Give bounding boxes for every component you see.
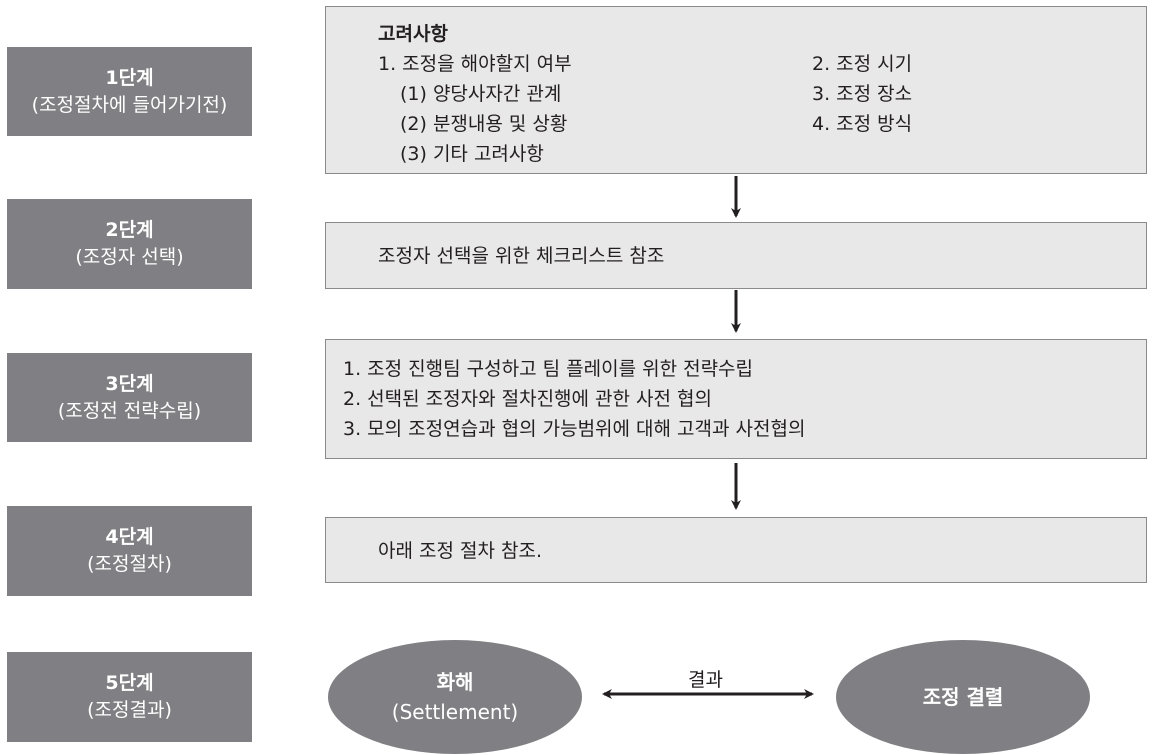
settlement-title: 화해 <box>436 670 474 694</box>
considerations-box: 고려사항 1. 조정을 해야할지 여부 (1) 양당사자간 관계 (2) 분쟁내… <box>325 6 1147 174</box>
step-title: 2단계 <box>105 219 154 241</box>
step-5: 5단계 (조정결과) <box>7 652 252 742</box>
step-1: 1단계 (조정절차에 들어가기전) <box>7 47 252 136</box>
step-3: 3단계 (조정전 전략수립) <box>7 353 252 442</box>
result-label: 결과 <box>688 669 723 691</box>
failure-title: 조정 결렬 <box>922 685 1004 709</box>
step-subtitle: (조정전 전략수립) <box>57 399 202 422</box>
step-2: 2단계 (조정자 선택) <box>7 199 252 289</box>
item: 1. 조정을 해야할지 여부 <box>378 53 572 75</box>
step-subtitle: (조정결과) <box>87 699 172 721</box>
step-title: 4단계 <box>105 526 154 548</box>
item: 2. 선택된 조정자와 절차진행에 관한 사전 협의 <box>343 388 713 410</box>
sub-item: (3) 기타 고려사항 <box>400 143 544 165</box>
box-text: 아래 조정 절차 참조. <box>378 540 542 562</box>
settlement-ellipse: 화해 (Settlement) <box>328 640 582 754</box>
step-title: 1단계 <box>105 66 154 89</box>
item: 4. 조정 방식 <box>812 113 913 135</box>
step-title: 3단계 <box>105 372 154 395</box>
strategy-box: 1. 조정 진행팀 구성하고 팀 플레이를 위한 전략수립 2. 선택된 조정자… <box>325 339 1147 459</box>
box-text: 조정자 선택을 위한 체크리스트 참조 <box>378 245 665 267</box>
mediator-selection-box: 조정자 선택을 위한 체크리스트 참조 <box>325 222 1147 289</box>
item: 3. 조정 장소 <box>812 83 913 105</box>
step-4: 4단계 (조정절차) <box>7 506 252 596</box>
sub-item: (2) 분쟁내용 및 상황 <box>400 113 568 135</box>
item: 2. 조정 시기 <box>812 53 913 75</box>
item: 3. 모의 조정연습과 협의 가능범위에 대해 고객과 사전협의 <box>343 418 806 440</box>
sub-item: (1) 양당사자간 관계 <box>400 83 562 105</box>
item: 1. 조정 진행팀 구성하고 팀 플레이를 위한 전략수립 <box>343 358 754 380</box>
settlement-subtitle: (Settlement) <box>391 700 519 724</box>
considerations-heading: 고려사항 <box>378 23 448 45</box>
step-subtitle: (조정절차) <box>87 553 172 575</box>
procedure-box: 아래 조정 절차 참조. <box>325 517 1147 583</box>
step-subtitle: (조정자 선택) <box>75 246 184 268</box>
failure-ellipse: 조정 결렬 <box>836 640 1090 754</box>
step-subtitle: (조정절차에 들어가기전) <box>31 93 228 116</box>
step-title: 5단계 <box>105 672 154 694</box>
